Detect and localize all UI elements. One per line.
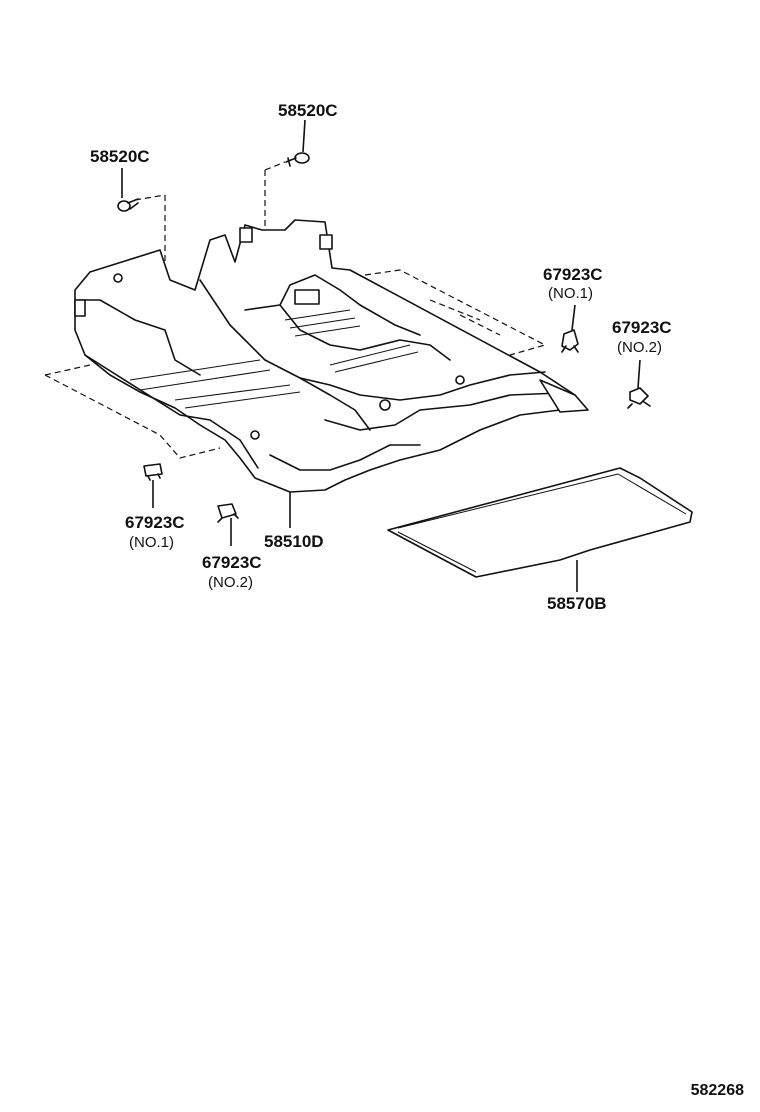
label-no1-left: (NO.1) bbox=[129, 534, 174, 551]
figure-number: 582268 bbox=[690, 1082, 744, 1099]
label-67923c-left-no2: 67923C bbox=[202, 553, 262, 572]
floor-carpet-drawing bbox=[44, 161, 589, 493]
screw-top-icon bbox=[285, 152, 310, 167]
label-67923c-right-no1: 67923C bbox=[543, 265, 603, 284]
clip-left-no2-icon bbox=[217, 503, 239, 523]
screw-left-icon bbox=[117, 198, 139, 212]
label-67923c-left-no1: 67923C bbox=[125, 513, 185, 532]
label-no2-right: (NO.2) bbox=[617, 339, 662, 356]
leader-lines bbox=[121, 119, 641, 592]
label-58520c-top: 58520C bbox=[278, 101, 338, 120]
label-no2-left: (NO.2) bbox=[208, 574, 253, 591]
luggage-mat-drawing bbox=[387, 467, 693, 578]
clip-right-no1-icon bbox=[561, 329, 579, 353]
label-58520c-left: 58520C bbox=[90, 147, 150, 166]
label-58510d: 58510D bbox=[264, 532, 324, 551]
label-58570b: 58570B bbox=[547, 594, 607, 613]
clip-right-no2-icon bbox=[627, 387, 651, 409]
label-no1-right: (NO.1) bbox=[548, 285, 593, 302]
label-67923c-right-no2: 67923C bbox=[612, 318, 672, 337]
clip-left-no1-icon bbox=[143, 463, 163, 481]
